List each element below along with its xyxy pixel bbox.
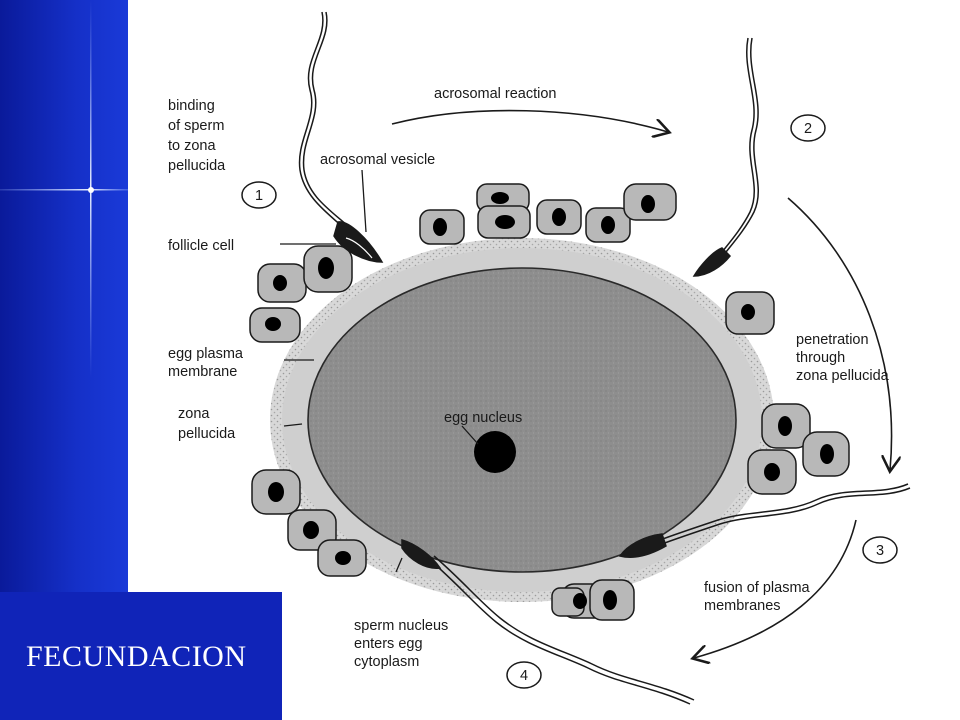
label-zona-pellucida-1: zona [178, 406, 210, 422]
step-4-label: 4 [520, 668, 528, 684]
label-binding-2: of sperm [168, 118, 224, 134]
step-2-label: 2 [804, 121, 812, 137]
label-penetration-2: through [796, 350, 845, 366]
arrow-acrosomal-reaction [391, 109, 668, 132]
label-binding-4: pellucida [168, 158, 226, 174]
label-sperm-nucleus-2: enters egg [354, 636, 423, 652]
label-penetration-3: zona pellucida [796, 368, 890, 384]
step-3-label: 3 [876, 543, 884, 559]
sperm-step-2 [692, 37, 759, 277]
label-sperm-nucleus-3: cytoplasm [354, 654, 419, 670]
fertilization-diagram: 1 2 3 4 binding of sperm to zona pelluci… [168, 11, 911, 705]
arrow-fusion [694, 519, 857, 658]
sperm-step-1 [298, 11, 384, 263]
follicle-cells [249, 183, 850, 621]
label-binding-3: to zona [168, 138, 216, 154]
egg-nucleus [474, 431, 516, 473]
label-egg-nucleus: egg nucleus [444, 410, 522, 426]
label-acrosomal-vesicle: acrosomal vesicle [320, 152, 435, 168]
title-box [0, 592, 282, 720]
step-markers [241, 114, 898, 689]
label-zona-pellucida-2: pellucida [178, 426, 236, 442]
leader-lines [280, 169, 479, 573]
label-fusion-2: membranes [704, 598, 781, 614]
sperm-step-4 [401, 539, 695, 705]
label-acrosomal-reaction: acrosomal reaction [434, 86, 557, 102]
label-egg-plasma-membrane-1: egg plasma [168, 346, 244, 362]
slide-title: FECUNDACION [26, 640, 247, 673]
label-fusion-1: fusion of plasma [704, 580, 811, 596]
arrow-penetration [787, 197, 892, 470]
egg-cell [307, 267, 737, 573]
label-binding-1: binding [168, 98, 215, 114]
label-follicle-cell: follicle cell [168, 238, 234, 254]
step-1-label: 1 [255, 188, 263, 204]
label-sperm-nucleus-1: sperm nucleus [354, 618, 448, 634]
label-penetration-1: penetration [796, 332, 869, 348]
label-egg-plasma-membrane-2: membrane [168, 364, 237, 380]
sperm-step-3 [618, 483, 911, 558]
